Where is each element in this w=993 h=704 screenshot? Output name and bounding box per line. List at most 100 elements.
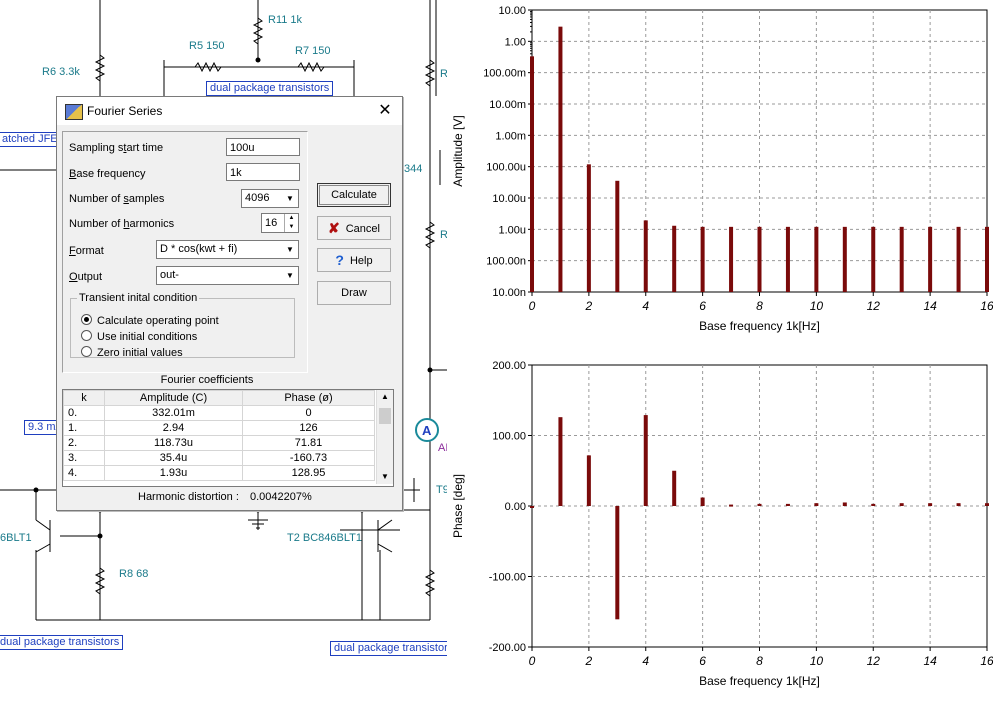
spectrum-bar[interactable] — [956, 503, 961, 506]
spectrum-bar[interactable] — [814, 226, 819, 292]
spectrum-bar[interactable] — [899, 503, 904, 506]
format-select[interactable]: D * cos(kwt + fi) ▼ — [156, 240, 299, 259]
radio-unchecked-icon — [81, 346, 92, 357]
y-axis-label: Amplitude [V] — [451, 115, 465, 186]
column-header-phase[interactable]: Phase (ø) — [242, 390, 375, 406]
scroll-down-icon[interactable]: ▼ — [381, 472, 389, 481]
chevron-down-icon[interactable]: ▼ — [282, 241, 298, 258]
samples-select[interactable]: 4096 ▼ — [241, 189, 299, 208]
ammeter-label[interactable]: AI — [438, 442, 449, 454]
cell-phase: -160.73 — [242, 450, 375, 466]
spectrum-bar[interactable] — [643, 415, 648, 506]
spectrum-bar[interactable] — [729, 226, 734, 292]
spectrum-bar[interactable] — [757, 226, 762, 292]
radio-zero-initial-values[interactable]: Zero initial values — [81, 346, 183, 359]
cell-k: 2. — [63, 435, 105, 451]
column-header-amplitude[interactable]: Amplitude (C) — [104, 390, 243, 406]
resistor-label-r8[interactable]: R8 68 — [119, 568, 149, 580]
spectrum-bar[interactable] — [871, 503, 876, 506]
spectrum-bar[interactable] — [615, 180, 620, 292]
close-button[interactable]: ✕ — [378, 102, 392, 119]
y-tick-label: -200.00 — [489, 642, 526, 654]
spectrum-bar[interactable] — [985, 226, 989, 292]
spectrum-bar[interactable] — [899, 226, 904, 292]
spectrum-bar[interactable] — [985, 503, 989, 506]
table-row[interactable]: 3.35.4u-160.73 — [63, 450, 375, 466]
spectrum-bar[interactable] — [871, 226, 876, 292]
spectrum-bar[interactable] — [586, 164, 591, 292]
transistor-label-left[interactable]: 6BLT1 — [0, 532, 32, 544]
scroll-thumb[interactable] — [379, 408, 391, 424]
y-tick-label: 10.00u — [492, 193, 526, 205]
transistor-label-344[interactable]: 344 — [404, 163, 423, 175]
spectrum-bar[interactable] — [700, 226, 705, 292]
x-tick-label: 10 — [810, 299, 824, 313]
base-frequency-input[interactable]: 1k — [226, 163, 300, 181]
spectrum-bar[interactable] — [615, 506, 620, 620]
cell-k: 0. — [63, 405, 105, 421]
dual-package-box-left[interactable]: dual package transistors — [0, 635, 124, 650]
spectrum-bar[interactable] — [558, 417, 563, 506]
spectrum-bar[interactable] — [928, 226, 933, 292]
spectrum-bar[interactable] — [956, 226, 961, 292]
y-tick-label: 100.00n — [486, 256, 526, 268]
resistor-label-r5[interactable]: R5 150 — [189, 40, 225, 52]
transistor-label-t2[interactable]: T2 BC846BLT1 — [287, 532, 363, 544]
resistor-label-r6[interactable]: R6 3.3k — [42, 66, 80, 78]
radio-use-initial-conditions[interactable]: Use initial conditions — [81, 330, 197, 343]
harmonics-stepper[interactable]: 16 ▲ ▼ — [261, 213, 299, 233]
spectrum-bar[interactable] — [643, 220, 648, 292]
output-value: out- — [160, 269, 179, 281]
spectrum-bar[interactable] — [842, 226, 847, 292]
spectrum-bar[interactable] — [530, 506, 534, 508]
help-button[interactable]: ?Help — [317, 248, 391, 272]
y-tick-label: 10.00 — [498, 5, 526, 17]
spectrum-bar[interactable] — [814, 503, 819, 506]
spectrum-bar[interactable] — [785, 503, 790, 506]
start-time-input[interactable]: 100u — [226, 138, 300, 156]
spectrum-bar[interactable] — [558, 26, 563, 293]
column-header-k[interactable]: k — [63, 390, 105, 406]
x-tick-label: 8 — [756, 299, 763, 313]
spectrum-bar[interactable] — [729, 504, 734, 507]
transistor-label-t9[interactable]: T9 — [436, 484, 449, 496]
dual-package-box-top[interactable]: dual package transistors — [206, 81, 334, 96]
dual-package-box-right[interactable]: dual package transistors — [330, 641, 458, 656]
stepper-down-icon[interactable]: ▼ — [288, 224, 295, 230]
chevron-down-icon[interactable]: ▼ — [282, 267, 298, 284]
spectrum-bar[interactable] — [928, 503, 933, 506]
chevron-down-icon[interactable]: ▼ — [282, 190, 298, 207]
draw-button[interactable]: Draw — [317, 281, 391, 305]
x-axis-label: Base frequency 1k[Hz] — [699, 674, 820, 688]
cancel-button[interactable]: ✘Cancel — [317, 216, 391, 240]
resistor-label-r-mid[interactable]: R — [440, 229, 448, 241]
spectrum-bar[interactable] — [842, 502, 847, 506]
spectrum-bar[interactable] — [672, 225, 677, 292]
scroll-up-icon[interactable]: ▲ — [381, 392, 389, 401]
resistor-label-r11[interactable]: R11 1k — [268, 14, 303, 26]
dialog-titlebar[interactable]: Fourier Series ✕ — [57, 97, 402, 125]
spectrum-bar[interactable] — [530, 56, 534, 292]
schematic-canvas[interactable]: A R11 1k R5 150 R7 150 R6 3.3k R 344 R A… — [0, 0, 458, 701]
radio-calculate-operating-point[interactable]: Calculate operating point — [81, 314, 219, 327]
spectrum-bar[interactable] — [672, 470, 677, 506]
spectrum-bar[interactable] — [757, 503, 762, 506]
stepper-up-icon[interactable]: ▲ — [288, 215, 295, 221]
spectrum-bar[interactable] — [700, 497, 705, 506]
calculate-button[interactable]: Calculate — [317, 183, 391, 207]
output-select[interactable]: out- ▼ — [156, 266, 299, 285]
resistor-label-r-top[interactable]: R — [440, 68, 448, 80]
x-tick-label: 6 — [699, 654, 706, 668]
table-scrollbar[interactable]: ▲ ▼ — [376, 390, 393, 484]
matched-jfet-box[interactable]: atched JFE — [0, 132, 62, 147]
spectrum-bar[interactable] — [586, 455, 591, 506]
harmonic-distortion-value: 0.0042207% — [250, 491, 312, 503]
resistor-label-r7[interactable]: R7 150 — [295, 45, 331, 57]
spectrum-bar[interactable] — [785, 226, 790, 292]
cell-k: 3. — [63, 450, 105, 466]
